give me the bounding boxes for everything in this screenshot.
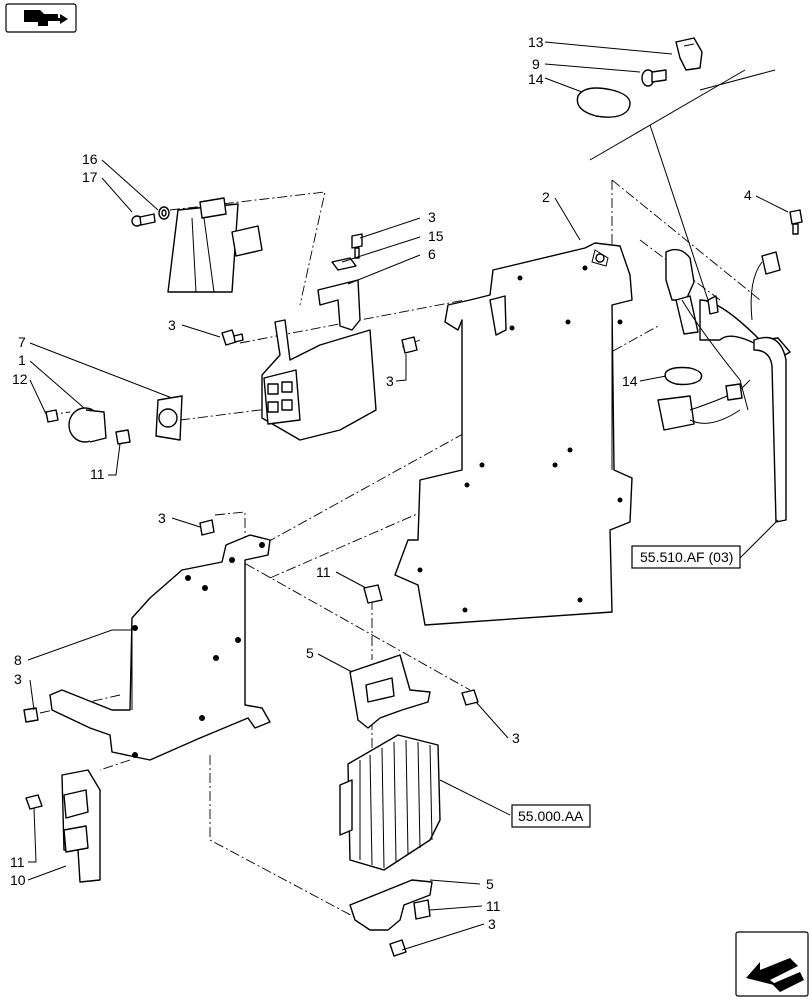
tie-14a-part: [576, 87, 631, 118]
callout-3: 3: [428, 209, 436, 225]
ecu-module: [339, 734, 441, 871]
wiring-harness: [589, 69, 791, 523]
callout-3: 3: [158, 510, 166, 526]
callout-11: 11: [90, 466, 105, 482]
clip-13-part: [675, 37, 703, 71]
bracket-5a: [349, 654, 431, 729]
bolt-11d-icon: [413, 899, 431, 920]
callout-11: 11: [10, 854, 25, 870]
bolt-3a-icon: [351, 233, 363, 259]
ref-harness-label: 55.510.AF (03): [640, 549, 733, 565]
bolt-11c-icon: [25, 794, 43, 810]
clip-bracket-10: [61, 769, 101, 883]
screw-9-icon: [641, 69, 667, 87]
callout-11: 11: [486, 898, 501, 914]
bolt-3d-icon: [199, 519, 215, 536]
leader-lines: [27, 41, 789, 951]
bolt-11a-icon: [115, 429, 131, 445]
clip-15-part: [331, 257, 357, 271]
callout-4: 4: [744, 187, 752, 203]
ref-ecu-label: 55.000.AA: [518, 808, 584, 824]
callout-5: 5: [306, 645, 314, 661]
callout-16: 16: [82, 151, 98, 167]
tie-14b-part: [664, 366, 703, 386]
callout-1: 1: [18, 352, 26, 368]
callout-12: 12: [12, 371, 28, 387]
lower-bracket-8: [49, 534, 271, 761]
callout-14: 14: [622, 373, 638, 389]
callout-10: 10: [10, 872, 26, 888]
switch-1: [68, 407, 107, 443]
callout-17: 17: [82, 169, 98, 185]
bolt-3c-icon: [401, 336, 418, 354]
bolt-3g-icon: [389, 939, 407, 957]
bolt-3f-icon: [461, 689, 479, 706]
bolt-3e-icon: [23, 707, 39, 723]
callout-11: 11: [316, 564, 331, 580]
ref-box-ecu[interactable]: 55.000.AA: [511, 804, 591, 828]
back-arrow-icon[interactable]: [735, 931, 809, 997]
callout-9: 9: [532, 56, 540, 72]
main-panel-2: [394, 242, 633, 626]
callout-7: 7: [18, 334, 26, 350]
screw-17-icon: [131, 213, 156, 227]
washer-16-icon: [158, 206, 170, 220]
nut-12-icon: [45, 409, 59, 423]
callout-8: 8: [14, 652, 22, 668]
callout-3: 3: [512, 730, 520, 746]
callout-3: 3: [14, 671, 22, 687]
bolt-4-icon: [789, 209, 803, 235]
callout-14: 14: [528, 71, 544, 87]
callout-5: 5: [486, 876, 494, 892]
switch-plate-7: [155, 395, 183, 441]
ref-box-harness[interactable]: 55.510.AF (03): [631, 545, 741, 569]
callout-3: 3: [488, 916, 496, 932]
callout-3: 3: [386, 373, 394, 389]
book-arrow-icon[interactable]: [5, 3, 77, 33]
callout-15: 15: [428, 228, 444, 244]
switch-box-bracket-6: [261, 279, 377, 441]
bracket-5b: [349, 879, 433, 931]
bolt-11b-icon: [363, 584, 383, 604]
callout-13: 13: [528, 34, 544, 50]
bolt-3b-icon: [221, 329, 244, 346]
callout-2: 2: [542, 189, 550, 205]
callout-3: 3: [168, 317, 176, 333]
callout-6: 6: [428, 246, 436, 262]
callout-labels: 13 9 14 16 17 2 4 3 15 6 3 7 1 12 3 14 1…: [10, 34, 752, 932]
cover-bracket-part: [167, 197, 263, 293]
